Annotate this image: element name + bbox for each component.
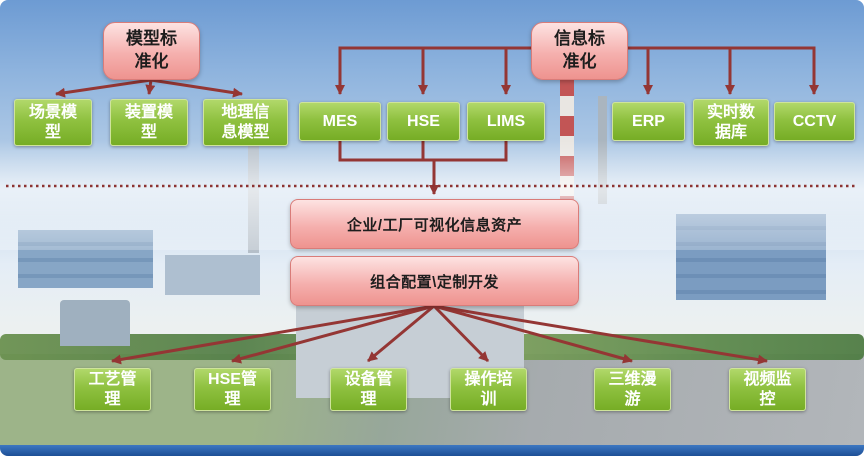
node-label: 组合配置\定制开发 xyxy=(370,273,499,291)
node-visual-info-asset: 企业/工厂可视化信息资产 xyxy=(290,199,579,249)
node-label: ERP xyxy=(632,112,665,130)
node-label: 企业/工厂可视化信息资产 xyxy=(346,216,523,234)
node-equipment-management: 设备管理 xyxy=(330,368,407,411)
node-plant-model: 装置模型 xyxy=(110,99,188,146)
node-lims: LIMS xyxy=(467,102,545,141)
node-gis-model: 地理信息模型 xyxy=(203,99,288,146)
node-label: 设备管理 xyxy=(344,371,393,408)
node-label: MES xyxy=(322,112,358,130)
node-label: 装置模型 xyxy=(124,104,173,141)
background-tank xyxy=(60,300,130,346)
node-label: 信息标准化 xyxy=(554,29,605,71)
node-label: 操作培训 xyxy=(464,371,513,408)
node-config-custom-dev: 组合配置\定制开发 xyxy=(290,256,579,306)
node-erp: ERP xyxy=(612,102,685,141)
node-info-standardization: 信息标准化 xyxy=(531,22,628,80)
node-scene-model: 场景模型 xyxy=(14,99,92,146)
node-label: 地理信息模型 xyxy=(221,104,270,141)
node-label: 实时数据库 xyxy=(706,104,755,141)
node-hse-management: HSE管理 xyxy=(194,368,271,411)
node-label: 视频监控 xyxy=(743,371,792,408)
node-cctv: CCTV xyxy=(774,102,855,141)
node-process-management: 工艺管理 xyxy=(74,368,151,411)
background-bottom-strip xyxy=(0,445,864,456)
node-label: 模型标准化 xyxy=(126,29,177,71)
node-label: CCTV xyxy=(792,112,837,130)
node-hse: HSE xyxy=(387,102,460,141)
node-video-surveillance: 视频监控 xyxy=(729,368,806,411)
background-building-white xyxy=(165,255,260,295)
node-mes: MES xyxy=(299,102,381,141)
node-label: LIMS xyxy=(486,112,526,130)
node-realtime-db: 实时数据库 xyxy=(693,99,769,146)
node-operation-training: 操作培训 xyxy=(450,368,527,411)
node-model-standardization: 模型标准化 xyxy=(103,22,200,80)
node-3d-roaming: 三维漫游 xyxy=(594,368,671,411)
node-label: 工艺管理 xyxy=(88,371,137,408)
node-label: 三维漫游 xyxy=(608,371,657,408)
node-label: 场景模型 xyxy=(28,104,77,141)
node-label: HSE xyxy=(407,112,440,130)
node-label: HSE管理 xyxy=(208,371,257,408)
